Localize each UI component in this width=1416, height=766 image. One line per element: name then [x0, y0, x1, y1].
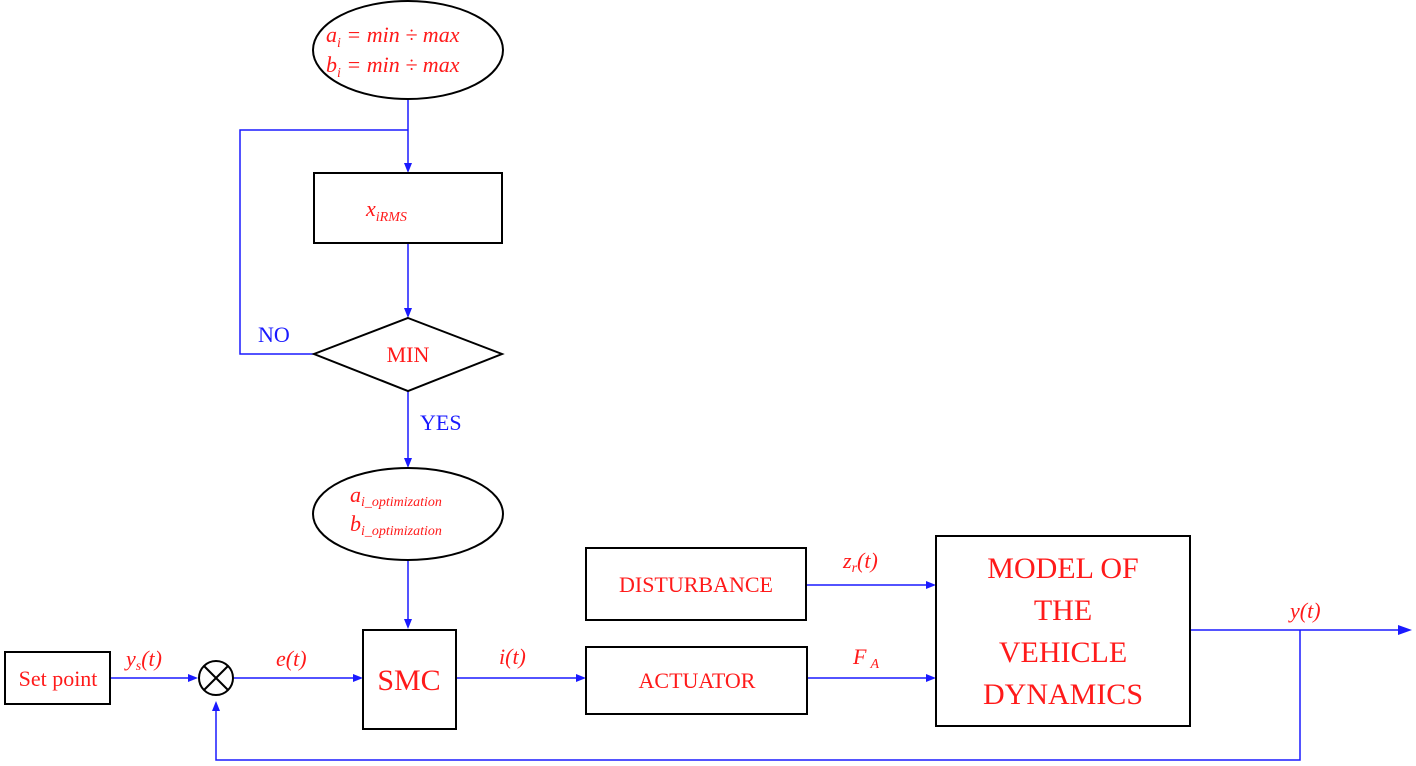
- actuator-label: ACTUATOR: [639, 668, 756, 693]
- range-ellipse: [312, 0, 504, 100]
- range-b-label: bi = min ÷ max: [326, 52, 460, 81]
- arrowhead-feedback: [212, 701, 220, 711]
- setpoint-label: Set point: [19, 666, 98, 691]
- summing-junction: [198, 660, 234, 696]
- arrowhead-output: [1398, 625, 1412, 635]
- vehicle-model-line-3: VEHICLE: [999, 636, 1127, 669]
- disturbance-label: DISTURBANCE: [619, 572, 773, 597]
- rms-box: [313, 172, 503, 244]
- no-label: NO: [258, 322, 290, 347]
- arrowhead-actuator: [576, 674, 586, 682]
- yes-label: YES: [420, 410, 462, 435]
- rms-label: xiRMS: [365, 196, 407, 225]
- arrowhead-rms: [404, 163, 412, 173]
- arrowhead-model-force: [926, 674, 936, 682]
- range-a-label: ai = min ÷ max: [326, 22, 460, 51]
- vehicle-model-line-4: DYNAMICS: [983, 678, 1143, 711]
- optimized-b-label: bi_optimization: [350, 511, 442, 539]
- output-label: y(t): [1288, 598, 1321, 623]
- optimized-a-label: ai_optimization: [350, 482, 442, 510]
- min-decision: [311, 316, 505, 393]
- connectors: [110, 100, 1412, 761]
- disturbance-box: [585, 547, 807, 621]
- vehicle-model-line-2: THE: [1034, 594, 1092, 627]
- current-label: i(t): [499, 644, 526, 669]
- error-label: e(t): [276, 646, 307, 671]
- actuator-box: [585, 646, 808, 715]
- arrowhead-smc: [353, 674, 363, 682]
- setpoint-box: [4, 651, 111, 705]
- ys-label: ys(t): [124, 646, 162, 674]
- smc-label: SMC: [377, 664, 440, 697]
- vehicle-model-line-1: MODEL OF: [987, 552, 1138, 585]
- arrowhead-min: [404, 308, 412, 318]
- vehicle-model-box: [935, 535, 1191, 727]
- zr-label: zr(t): [842, 548, 878, 576]
- optimized-ellipse: [312, 467, 504, 561]
- arrowhead-sum: [188, 674, 198, 682]
- wire-feedback: [215, 630, 1301, 761]
- smc-box: [362, 629, 457, 730]
- arrowhead-smc-top: [404, 619, 412, 629]
- arrowhead-optimized: [404, 458, 412, 468]
- min-label: MIN: [387, 342, 430, 367]
- wire-no-loop: [239, 129, 408, 355]
- arrowhead-model-disturbance: [926, 581, 936, 589]
